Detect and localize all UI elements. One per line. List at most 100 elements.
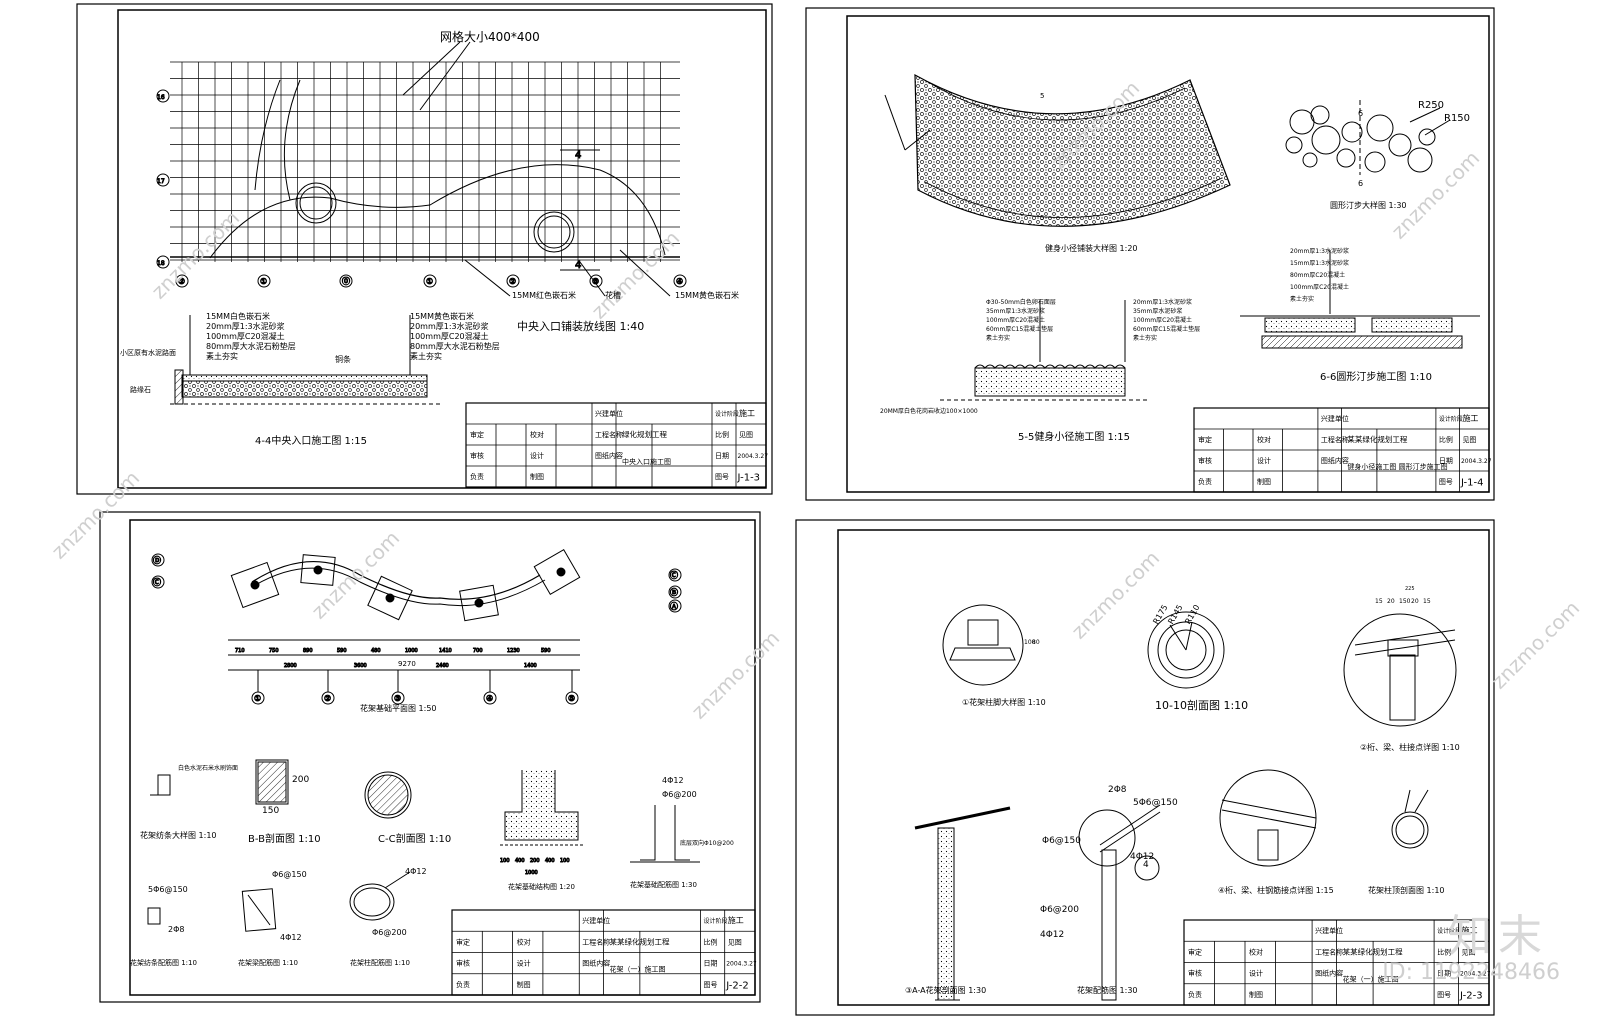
tb-stage: 施工 (739, 408, 755, 418)
layer-text: 60mm厚C15混凝土垫层 (986, 326, 1054, 333)
d3-dim: 20 (1411, 598, 1419, 605)
tb-design-stage: 设计阶段 (703, 917, 727, 925)
paving-grid (170, 61, 680, 262)
tb-design-stage: 设计阶段 (1437, 927, 1461, 935)
dim-top: 890 (303, 648, 313, 654)
d5-label-3: Φ6@150 (1042, 836, 1081, 846)
axis-col: ① (260, 277, 267, 286)
d3-dim: 15 (1423, 598, 1431, 605)
tb-proj-label: 工程名称 (1321, 435, 1349, 444)
tb-role: 校对 (1257, 435, 1271, 444)
d5-label-5: Φ6@200 (1040, 905, 1079, 915)
dim-top: 1000 (405, 648, 418, 654)
d5-label-6: 4Φ12 (1040, 930, 1065, 940)
strip-label-a: 5Φ6@150 (148, 885, 188, 894)
tb-role: 制图 (1249, 990, 1263, 999)
tb-content-label: 图纸内容 (1321, 456, 1349, 465)
tb-role: 制图 (1257, 477, 1271, 486)
tb-unit: 兴建单位 (1321, 414, 1349, 423)
tb-drawing: 花架（一）施工图 (1343, 975, 1399, 984)
tb-role: 校对 (1249, 947, 1263, 956)
tb-date: 2004.3.27 (1461, 458, 1492, 465)
axis-col: ② (324, 694, 331, 703)
axis-col: ③ (394, 694, 401, 703)
rebar-label-a: 4Φ12 (662, 776, 684, 785)
tb-content-label: 图纸内容 (595, 451, 623, 460)
tb-role: 设计 (517, 959, 531, 968)
tb-role: 审核 (456, 959, 470, 968)
tb-stage: 施工 (1462, 925, 1478, 935)
dim-top: 700 (473, 648, 483, 654)
rebar-label-b: Φ6@200 (662, 790, 697, 799)
tb-role: 负责 (1198, 477, 1212, 486)
dim-top: 1410 (439, 648, 452, 654)
tb-role: 审定 (1188, 947, 1202, 956)
sheet1-section-title: 4-4中央入口施工图 1:15 (255, 436, 367, 447)
tb-date-label: 日期 (715, 452, 729, 460)
layer-text: 80mm厚大水泥石粉垫层 (410, 342, 500, 351)
d3-dim: 150 (1399, 598, 1411, 605)
d1-dim: 80 (1032, 639, 1040, 646)
axis-row: 17 (157, 178, 165, 185)
tb-project: 某某绿化规划工程 (610, 936, 670, 946)
layer-text: 60mm厚C15混凝土垫层 (1133, 326, 1201, 333)
tb-role: 负责 (470, 472, 484, 481)
tb-role: 负责 (456, 980, 470, 989)
tb-project: 某某绿化规划工程 (1343, 946, 1403, 956)
strip-label-b: 2Φ8 (168, 925, 185, 934)
tb-role: 校对 (530, 430, 544, 439)
found-dim: 100 (500, 858, 510, 864)
sheet1-label-planter: 花槽 (605, 291, 621, 300)
tb-role: 审核 (1198, 456, 1212, 465)
layer-text: 100mm厚C20混凝土 (1290, 284, 1349, 291)
dim-top: 480 (371, 648, 381, 654)
d5-title: 花架配筋图 1:30 (1077, 986, 1138, 995)
tb-design-stage: 设计阶段 (715, 410, 739, 418)
section-mark: 5 (1040, 214, 1044, 222)
tb-project: 某某绿化规划工程 (1347, 434, 1407, 444)
tb-scale-label: 比例 (715, 430, 729, 439)
axis-left: Ⓒ (153, 578, 161, 587)
d3-dim: 225 (1405, 586, 1415, 592)
layer-text: 20mm厚1:3水泥砂浆 (1133, 299, 1192, 306)
d5-label-7: 4 (1143, 860, 1149, 870)
tb-no-label: 图号 (715, 473, 729, 481)
tb-project: 绿化规划工程 (622, 429, 667, 439)
layer-text: 素土夯实 (1290, 296, 1315, 303)
d3-dim: 15 (1375, 598, 1383, 605)
tb-role: 制图 (530, 472, 544, 481)
dim-total: 2460 (436, 663, 449, 669)
found-dim: 100 (560, 858, 570, 864)
tb-stage: 施工 (1462, 413, 1478, 423)
tb-role: 审定 (1198, 435, 1212, 444)
axis-right: Ⓒ (670, 571, 678, 580)
tb-proj-label: 工程名称 (595, 430, 623, 439)
tb-no: J-1-3 (737, 473, 761, 484)
axis-col: ⑤ (568, 694, 575, 703)
tb-date: 2004.3.27 (738, 453, 769, 460)
col-label-a: 4Φ12 (405, 867, 427, 876)
brand-logo: 知末 ID: 1192248466 (1380, 900, 1560, 1000)
axis-col: ③ (592, 277, 599, 286)
brand-name: 知末 (1448, 911, 1548, 962)
rebar-title: 花架基础配筋图 1:30 (630, 881, 697, 889)
axis-right: Ⓑ (670, 588, 678, 597)
radius-150: R150 (1444, 113, 1471, 124)
tb-no-label: 图号 (1437, 991, 1451, 999)
tb-no-label: 图号 (1439, 478, 1453, 486)
detail1-label: 白色水泥石米水刷饰面 (178, 765, 239, 772)
tb-design-stage: 设计阶段 (1439, 415, 1463, 423)
tb-stage: 施工 (728, 915, 744, 925)
tb-role: 审核 (470, 451, 484, 460)
bb-title: B-B剖面图 1:10 (248, 834, 321, 845)
layer-text: 100mm厚C20混凝土 (986, 317, 1045, 324)
d3-dim: 20 (1387, 598, 1395, 605)
beam-label-a: Φ6@150 (272, 870, 307, 879)
sheet1-mid-label: 铜条 (335, 355, 351, 364)
sheet1-side-curb: 路缘石 (130, 386, 151, 394)
tb-scale-label: 比例 (1439, 435, 1453, 444)
radius-250: R250 (1418, 100, 1445, 111)
